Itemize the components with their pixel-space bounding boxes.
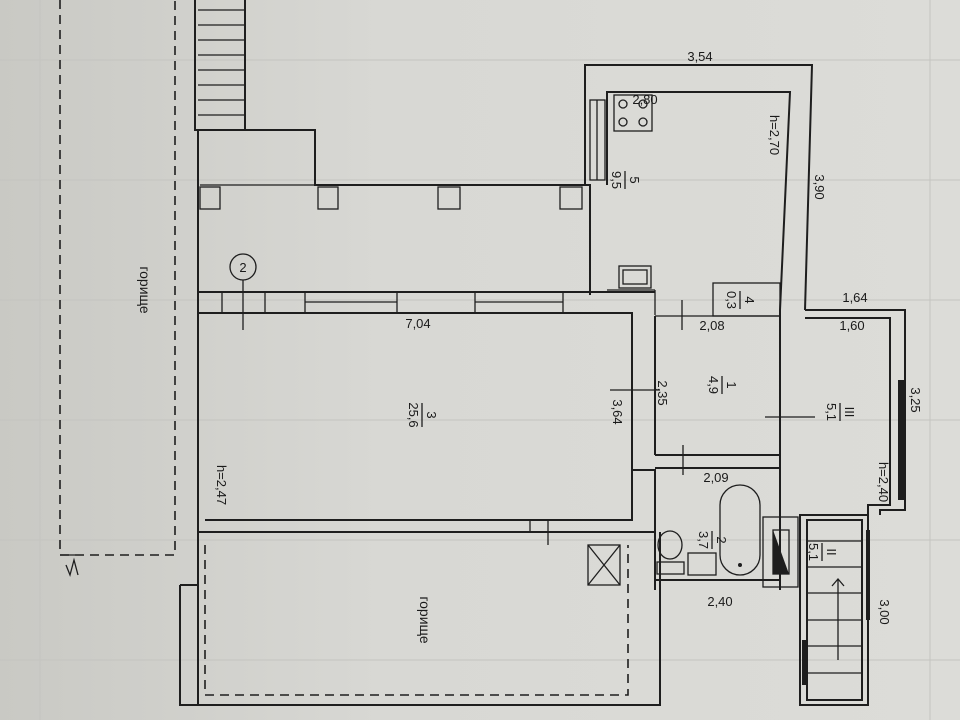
dim-kitchen-inner-width: 2,80 xyxy=(632,92,657,107)
room-area: 9,5 xyxy=(609,171,624,189)
room-number: 3 xyxy=(424,411,439,418)
room-number: 4 xyxy=(742,296,757,303)
kitchen-sink-icon xyxy=(618,265,652,289)
room-number: II xyxy=(824,548,839,555)
dim-living-length: 3,64 xyxy=(610,399,625,424)
room-2-label: 2 3,7 xyxy=(696,531,729,549)
room-number: 2 xyxy=(714,536,729,543)
gallery-area xyxy=(197,129,591,705)
room-4-label: 4 0,3 xyxy=(724,291,757,309)
node-marker: 2 xyxy=(239,260,246,275)
room-1-label: 1 4,9 xyxy=(706,376,739,394)
room-number: 5 xyxy=(627,176,642,183)
arrow-up-icon xyxy=(831,578,845,587)
room-area: 5,1 xyxy=(824,403,839,421)
dim-stairs-length: 3,00 xyxy=(877,599,892,624)
attic-label-lower: горище xyxy=(417,596,433,644)
dim-kitchen-outer-width: 3,54 xyxy=(687,49,712,64)
node-marker-circle xyxy=(229,253,257,281)
room-area: 0,3 xyxy=(724,291,739,309)
room-area: 3,7 xyxy=(696,531,711,549)
room-area: 4,9 xyxy=(706,376,721,394)
room-number: III xyxy=(842,407,857,418)
attic-label-left: горище xyxy=(137,266,153,314)
corridor-and-bath xyxy=(610,310,815,590)
dim-kitchen-height: h=2,70 xyxy=(767,115,782,155)
dim-living-height: h=2,47 xyxy=(214,465,229,505)
dim-veranda-inner-width: 1,60 xyxy=(839,318,864,333)
veranda xyxy=(805,309,906,515)
dim-bath-width: 2,09 xyxy=(703,470,728,485)
dim-veranda-length: 3,25 xyxy=(908,387,923,412)
bathtub-icon xyxy=(719,484,761,576)
room-II-label: II 5,1 xyxy=(806,543,839,561)
toilet-icon xyxy=(657,530,683,560)
room-5-label: 5 9,5 xyxy=(609,171,642,189)
room-area: 5,1 xyxy=(806,543,821,561)
dim-living-width: 7,04 xyxy=(405,316,430,331)
bath-sink-icon xyxy=(687,552,717,576)
left-attic-boundary xyxy=(59,0,176,556)
dim-bath-outer-width: 2,40 xyxy=(707,594,732,609)
break-mark xyxy=(60,554,79,578)
stove-icon xyxy=(613,94,653,132)
room-III-label: III 5,1 xyxy=(824,403,857,421)
dim-corridor-length: 2,35 xyxy=(655,380,670,405)
dim-closet-width: 2,08 xyxy=(699,318,724,333)
room-area: 25,6 xyxy=(406,402,421,427)
room-3-label: 3 25,6 xyxy=(406,402,439,427)
room-number: 1 xyxy=(724,381,739,388)
dim-veranda-height: h=2,40 xyxy=(876,462,891,502)
ventilation-shaft xyxy=(587,544,621,586)
kitchen xyxy=(584,64,814,330)
dim-kitchen-outer-length: 3,90 xyxy=(812,174,827,199)
entrance-stairs xyxy=(799,514,870,706)
lower-attic xyxy=(179,532,661,706)
living-room-walls xyxy=(198,291,655,545)
boiler xyxy=(762,516,799,588)
dim-veranda-outer-width: 1,64 xyxy=(842,290,867,305)
